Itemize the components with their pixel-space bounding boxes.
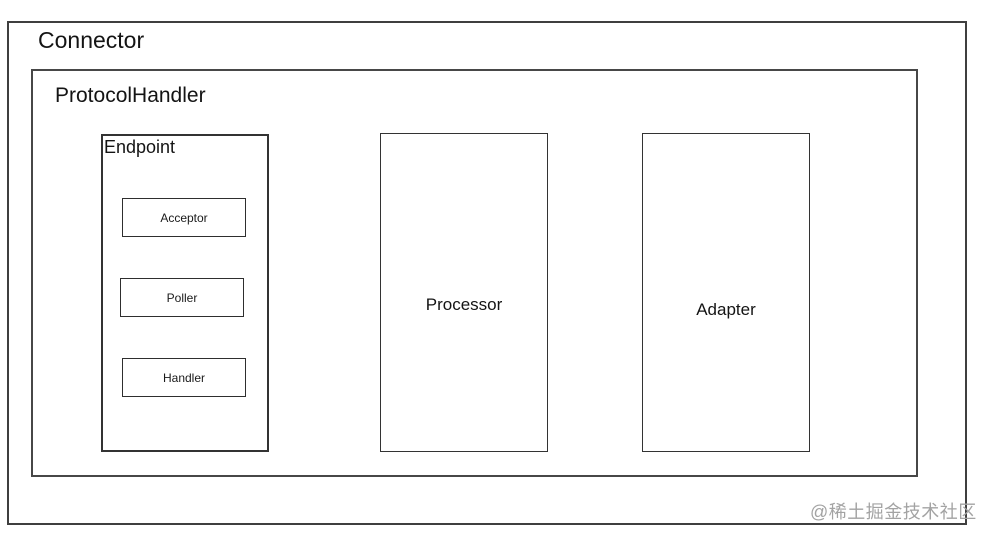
handler-label: Handler (162, 370, 206, 385)
acceptor-box: Acceptor (122, 198, 246, 237)
processor-label: Processor (425, 294, 503, 314)
processor-box: Processor (380, 133, 548, 452)
poller-label: Poller (166, 290, 198, 305)
endpoint-box: Endpoint Acceptor Poller Handler (101, 134, 269, 452)
endpoint-label: Endpoint (104, 137, 176, 157)
poller-box: Poller (120, 278, 244, 317)
handler-box: Handler (122, 358, 246, 397)
protocol-handler-label: ProtocolHandler (55, 84, 206, 107)
protocol-handler-box: ProtocolHandler Endpoint Acceptor Poller… (31, 69, 918, 477)
adapter-box: Adapter (642, 133, 810, 452)
acceptor-label: Acceptor (160, 210, 208, 225)
connector-label: Connector (38, 27, 145, 53)
connector-box: Connector ProtocolHandler Endpoint Accep… (7, 21, 967, 525)
watermark-text: @稀土掘金技术社区 (810, 502, 977, 522)
adapter-label: Adapter (696, 300, 756, 319)
